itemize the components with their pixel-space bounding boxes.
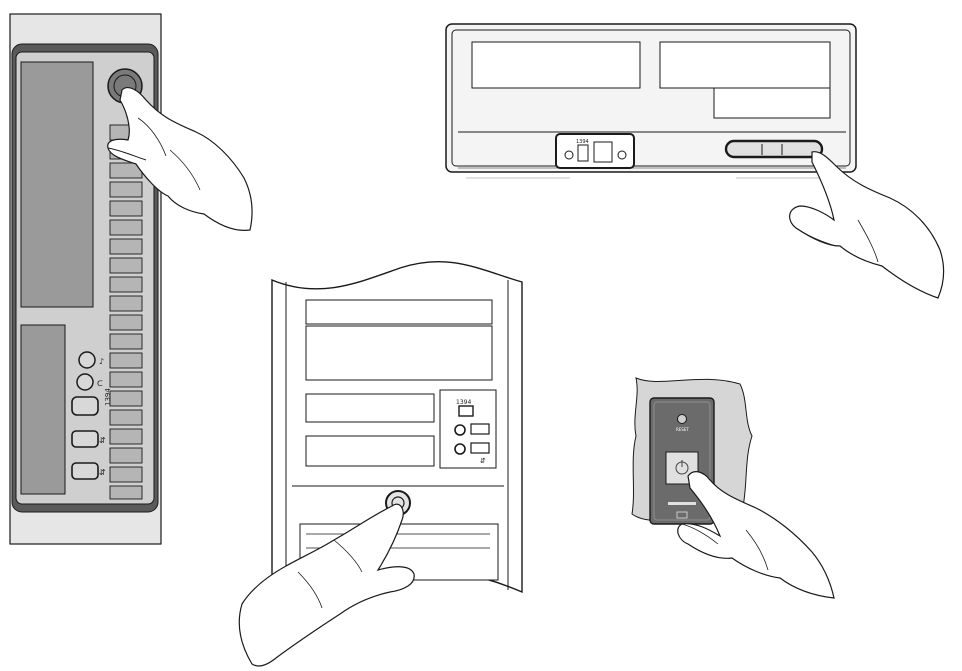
- tower-drive-bay-upper: [20, 61, 94, 308]
- mid-tower-drive-bay-2: [305, 325, 493, 381]
- tower-mic-jack[interactable]: [76, 373, 94, 391]
- desktop-drive-bay-1: [471, 41, 641, 89]
- mid-tower-firewire-port[interactable]: [458, 405, 474, 417]
- desktop-drive-bay-2: [659, 41, 831, 89]
- tower-firewire-port[interactable]: [71, 396, 99, 416]
- mid-tower-floppy-bay-2: [305, 435, 435, 467]
- desktop-usb-port[interactable]: [593, 141, 613, 163]
- usb-icon: ⇵: [480, 457, 486, 465]
- desktop-drive-bay-3: [713, 87, 831, 119]
- hdd-led-icon: [676, 511, 688, 519]
- firewire-label: 1394: [576, 139, 589, 145]
- desktop-case-figure: 1394: [445, 23, 945, 299]
- desktop-power-button[interactable]: [724, 139, 824, 159]
- hand-illustration: [789, 151, 945, 299]
- hand-illustration: [107, 87, 253, 231]
- tower-headphone-jack[interactable]: [78, 351, 96, 369]
- tower-usb-port-1[interactable]: [71, 430, 99, 448]
- tower-usb-port-2[interactable]: [71, 462, 99, 480]
- mid-tower-headphone-jack[interactable]: [454, 424, 466, 436]
- mid-tower-mic-jack[interactable]: [454, 443, 466, 455]
- desktop-headphone-jack[interactable]: [564, 150, 574, 160]
- headphone-icon: ♪: [99, 357, 104, 366]
- reset-button[interactable]: [677, 414, 687, 424]
- usb-icon: ⇵: [99, 436, 106, 445]
- firewire-label: 1394: [104, 388, 112, 406]
- tower-drive-bay-lower: [20, 324, 66, 495]
- mid-tower-floppy-bay-1: [305, 393, 435, 423]
- mid-tower-usb-port-1[interactable]: [470, 423, 490, 435]
- power-led-bar: [668, 502, 696, 505]
- hand-illustration: [677, 471, 835, 599]
- mid-tower-figure: 1394 ⇵: [238, 261, 523, 667]
- desktop-mic-jack[interactable]: [617, 150, 627, 160]
- usb-icon: ⇵: [99, 468, 106, 477]
- slim-tower-figure: ♪ ᑕ 1394 ⇵ ⇵: [9, 13, 253, 545]
- reset-label: RESET: [676, 427, 689, 432]
- mid-tower-usb-port-2[interactable]: [470, 442, 490, 454]
- mid-tower-drive-bay-1: [305, 299, 493, 325]
- firewire-label: 1394: [456, 399, 471, 406]
- desktop-firewire-port[interactable]: [577, 144, 589, 162]
- switch-panel-figure: RESET: [631, 377, 835, 599]
- microphone-icon: ᑕ: [97, 379, 103, 388]
- hand-illustration: [238, 503, 415, 667]
